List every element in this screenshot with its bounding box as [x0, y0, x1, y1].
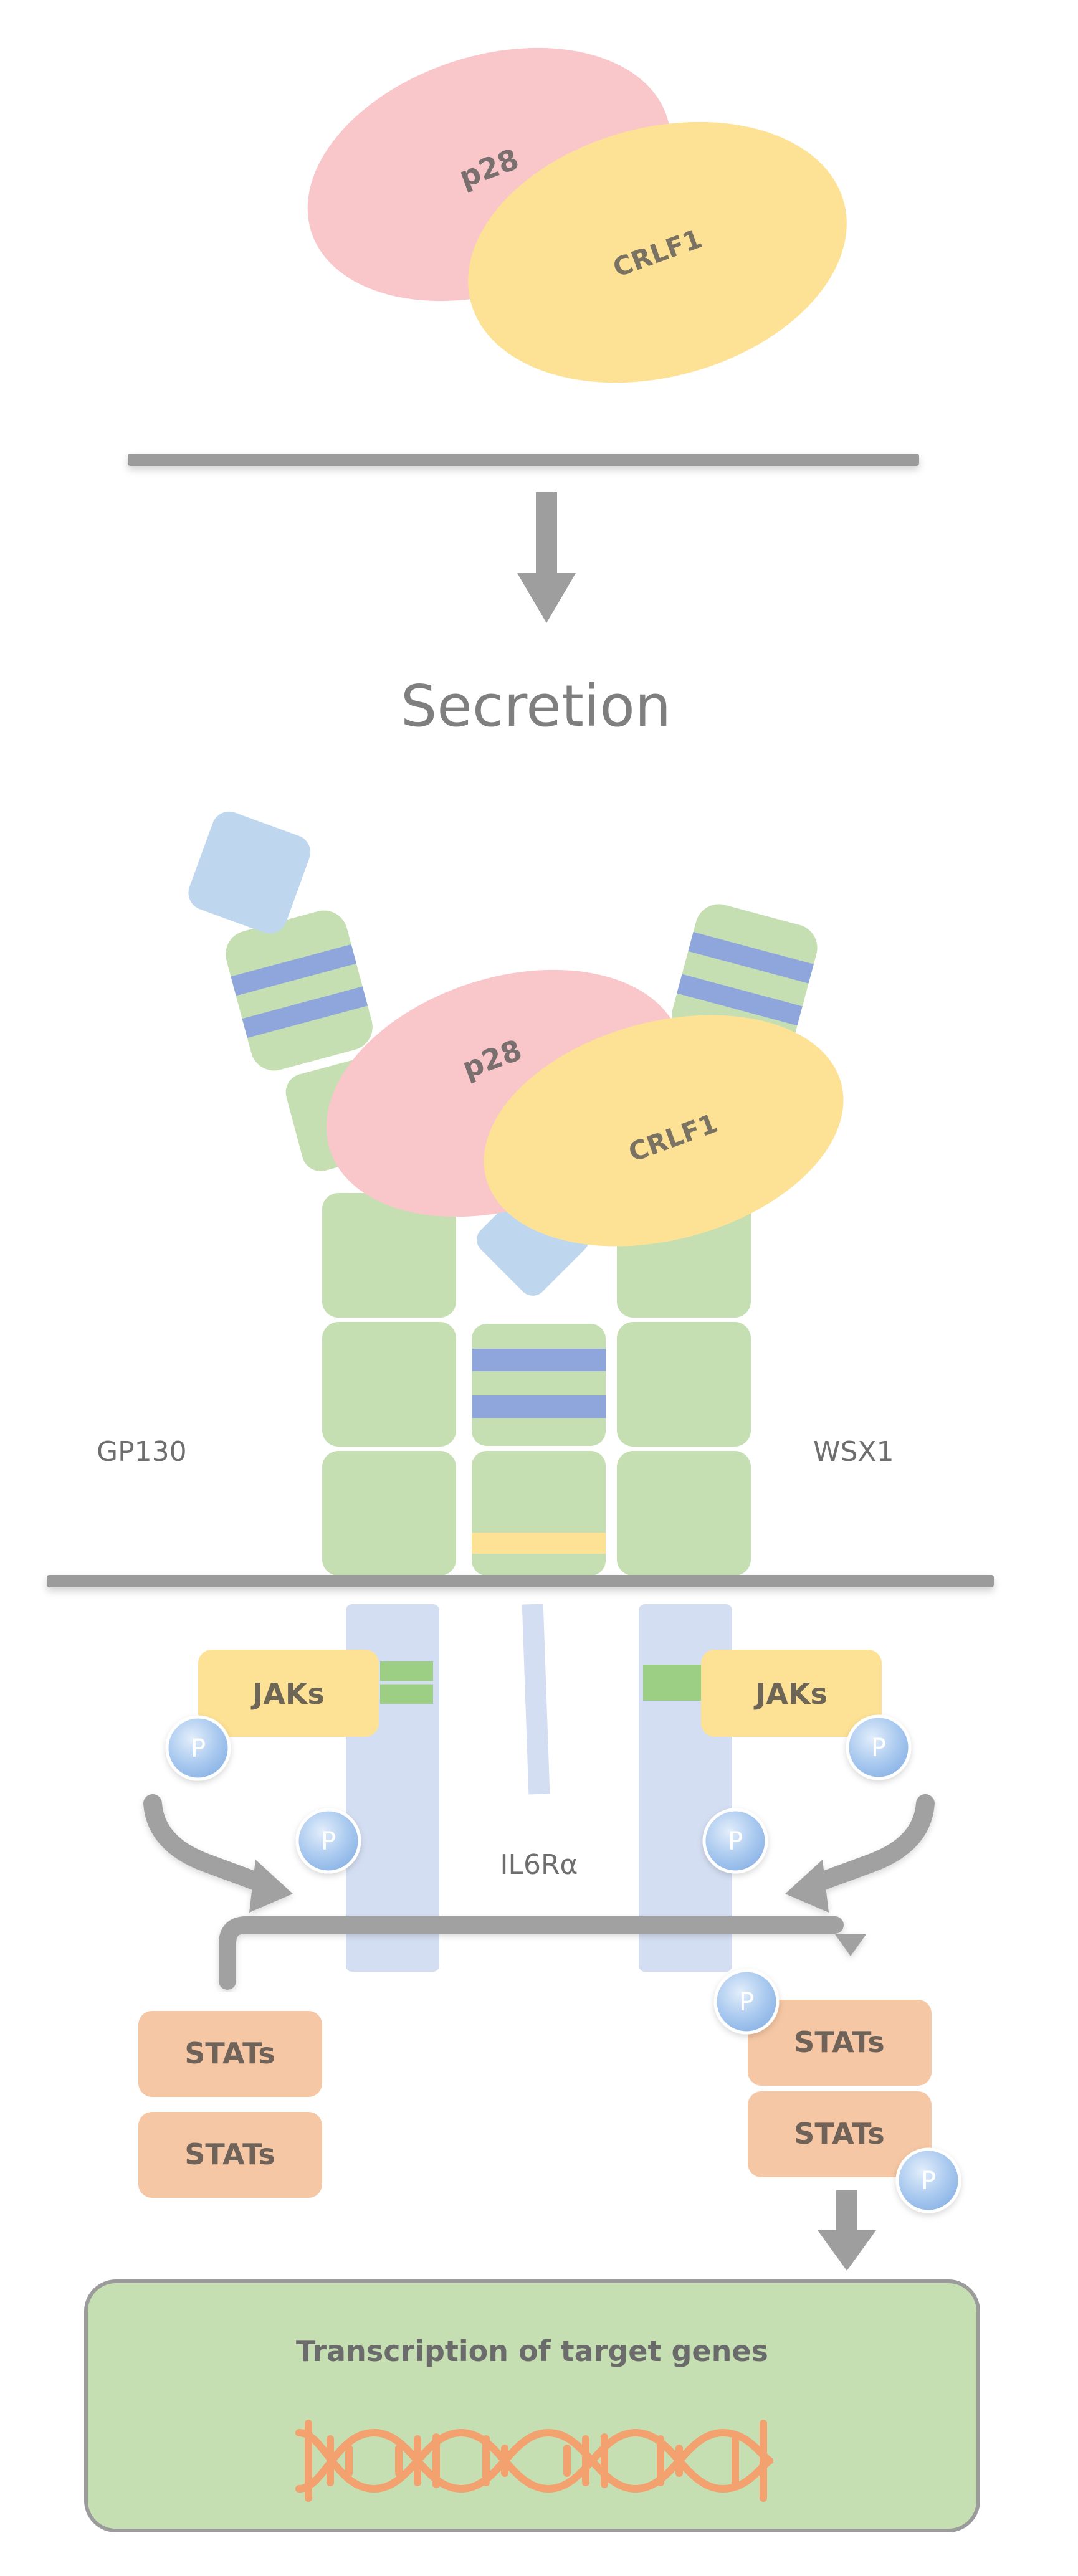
secretion-arrow-icon	[517, 492, 576, 623]
crlf1-subunit	[468, 121, 847, 383]
il6ra-stripe-1	[472, 1349, 606, 1371]
stats-right-1	[748, 2000, 932, 2086]
svg-text:P: P	[191, 1734, 206, 1763]
il6ra-domain-diamond	[188, 811, 311, 934]
jaks-left-label: JAKs	[250, 1677, 325, 1711]
wsx1-stripes	[677, 931, 814, 1026]
phosphate-wsx1-icon: P	[702, 1808, 768, 1874]
svg-text:P: P	[921, 2167, 936, 2195]
svg-text:P: P	[739, 1988, 754, 2017]
gp130-stripes-top	[231, 944, 368, 1038]
stats-transfer-arrow-icon	[219, 1916, 866, 1990]
nucleus-label: Transcription of target genes	[296, 2334, 768, 2368]
svg-text:P: P	[321, 1827, 336, 1856]
secretion-membrane	[128, 454, 919, 466]
stats-right-1-label: STATs	[794, 2025, 885, 2059]
jaks-right	[701, 1650, 882, 1737]
wsx1-box-motif	[643, 1665, 702, 1701]
gp130-domain-1	[322, 1193, 456, 1318]
il6ra-stripe-2	[472, 1395, 606, 1418]
gp130-label: GP130	[97, 1436, 187, 1468]
stats-right-2	[748, 2091, 932, 2177]
stats-left-2	[138, 2112, 322, 2198]
il6ra-cytoplasmic-tail	[522, 1604, 550, 1795]
curved-arrow-right-icon	[785, 1794, 935, 1913]
stats-left-1-label: STATs	[184, 2037, 275, 2070]
intracellular-signaling: JAKs JAKs P P P P IL6Rα	[138, 1604, 961, 2271]
secreted-complex: p28 CRLF1	[307, 47, 847, 383]
il6ra-domain-2	[472, 1451, 606, 1576]
il6ra-yellow-strip	[472, 1533, 606, 1554]
stats-left-1	[138, 2011, 322, 2097]
curved-arrow-left-icon	[143, 1794, 293, 1913]
phosphate-jak-left-icon: P	[165, 1715, 231, 1781]
nucleus-box	[84, 2279, 980, 2532]
jaks-right-label: JAKs	[753, 1677, 828, 1711]
il6ra-domain-1	[472, 1324, 606, 1446]
jaks-left	[198, 1650, 379, 1737]
receptor-complex: p28 CRLF1 GP130 WSX1	[97, 811, 894, 1576]
svg-text:P: P	[728, 1827, 743, 1856]
phosphate-stats-bottom-icon: P	[895, 2147, 961, 2213]
wsx1-domain-3	[617, 1451, 751, 1576]
il6ra-label: IL6Rα	[500, 1849, 578, 1881]
bound-crlf1-subunit	[484, 1015, 844, 1247]
phosphate-stats-top-icon: P	[713, 1969, 780, 2035]
gp130-domain-3	[322, 1451, 456, 1576]
nuclear-translocation-arrow-icon	[818, 2190, 876, 2271]
svg-text:P: P	[871, 1734, 886, 1762]
nucleus: Transcription of target genes	[84, 2279, 980, 2532]
dna-helix-icon	[295, 2420, 773, 2502]
phosphate-jak-right-icon: P	[846, 1714, 912, 1780]
wsx1-label: WSX1	[813, 1436, 894, 1468]
secretion-label: Secretion	[401, 673, 671, 739]
stats-right-2-label: STATs	[794, 2117, 885, 2151]
phosphate-gp130-icon: P	[295, 1808, 361, 1874]
gp130-domain-2	[322, 1322, 456, 1447]
wsx1-domain-2	[617, 1322, 751, 1447]
stats-left-2-label: STATs	[184, 2137, 275, 2171]
plasma-membrane	[47, 1575, 994, 1587]
